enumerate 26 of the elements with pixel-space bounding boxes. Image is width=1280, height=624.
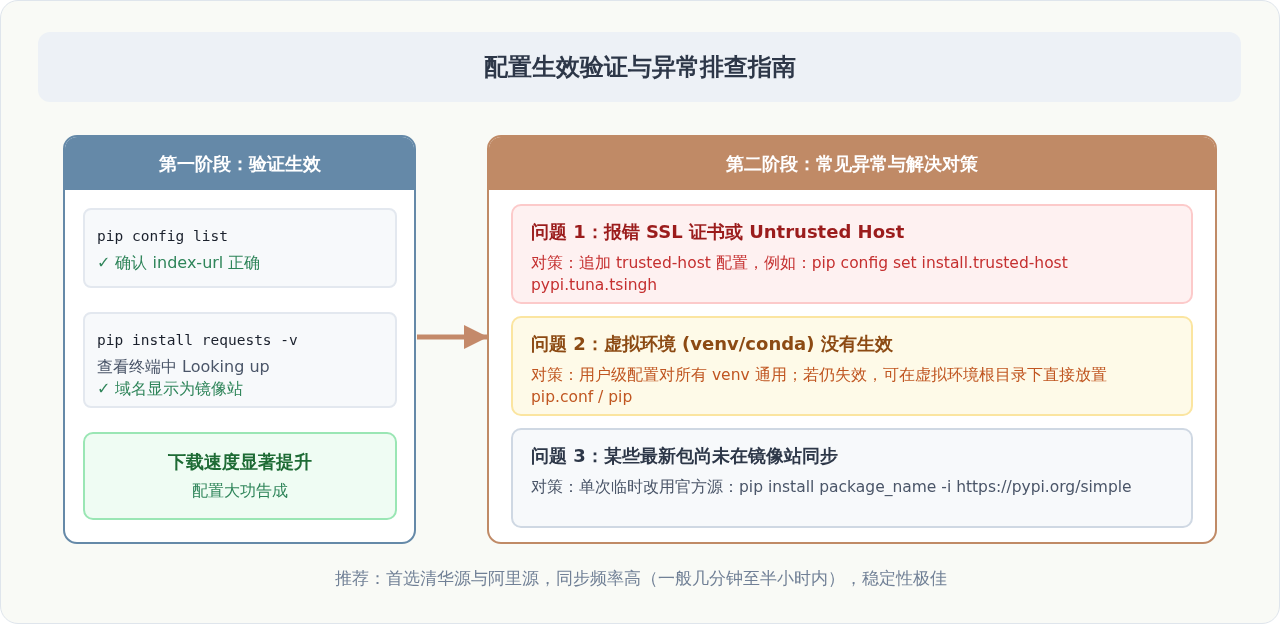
solution-text: 对策：追加 trusted-host 配置，例如：pip config set install.trusted-host pypi.tuna.tsingh [531,253,1069,296]
problem-title: 问题 2：虚拟环境 (venv/conda) 没有生效 [531,332,893,356]
command-text: pip install requests -v [97,331,298,350]
result-box [83,432,397,520]
command-box [83,312,397,408]
panel-header: 第一阶段：验证生效 [65,137,414,190]
solution-text: 对策：用户级配置对所有 venv 通用；若仍失效，可在虚拟环境根目录下直接放置 pip.conf / pip [531,365,1108,408]
panel-header: 第二阶段：常见异常与解决对策 [489,137,1215,190]
problem-card [511,428,1193,528]
problem-card [511,204,1193,304]
hint-text: 查看终端中 Looking up [97,356,270,378]
check-note: ✓ 域名显示为镜像站 [97,378,244,400]
problem-title: 问题 3：某些最新包尚未在镜像站同步 [531,444,838,468]
solution-text: 对策：单次临时改用官方源：pip install package_name -i https://pypi.org/simple [531,477,1132,498]
problem-title: 问题 1：报错 SSL 证书或 Untrusted Host [531,220,905,244]
command-box [83,208,397,288]
result-heading: 下载速度显著提升 [168,450,312,474]
stage-panel [487,135,1217,544]
problem-card [511,316,1193,416]
footer-note: 推荐：首选清华源与阿里源，同步频率高（一般几分钟至半小时内），稳定性极佳 [335,567,947,589]
stage-panel [63,135,416,544]
arrow [417,325,488,349]
check-note: ✓ 确认 index-url 正确 [97,252,261,274]
title-banner: 配置生效验证与异常排查指南 [38,32,1241,102]
result-note: 配置大功告成 [192,480,288,502]
command-text: pip config list [97,227,228,246]
